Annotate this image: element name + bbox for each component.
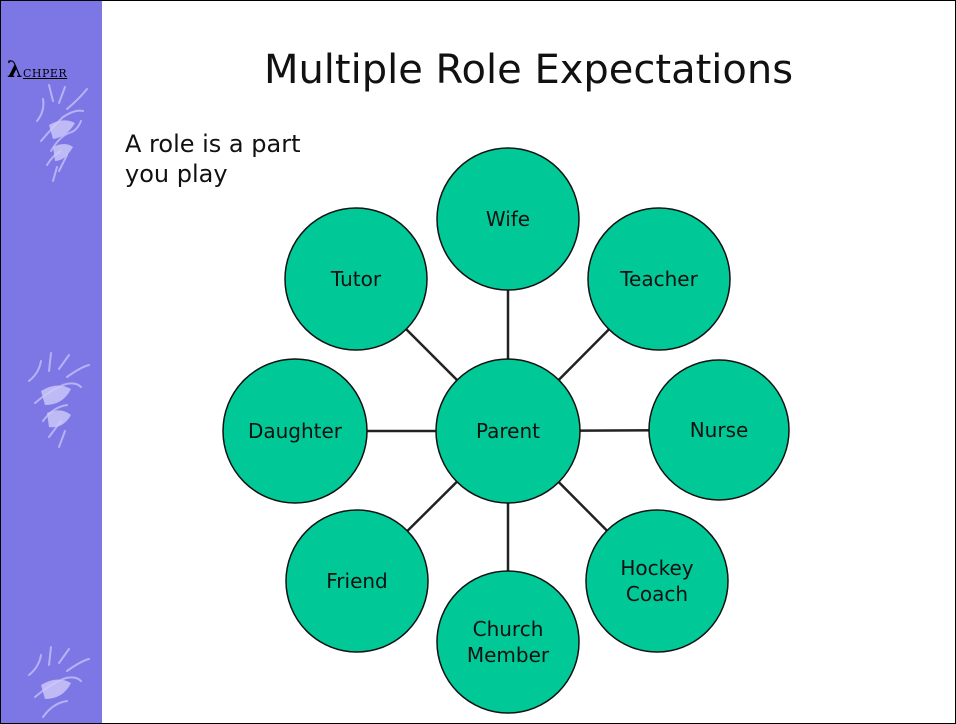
node-label-line: Hockey <box>620 556 694 580</box>
node-label-line: Nurse <box>689 418 749 442</box>
node-label-line: Teacher <box>620 267 698 291</box>
slide-title: Multiple Role Expectations <box>263 47 794 93</box>
node-church-member <box>436 570 580 714</box>
node-label-line: Member <box>466 643 550 667</box>
node-friend <box>285 509 429 653</box>
node-label-line: Wife <box>485 207 531 231</box>
figure-doodle-icon <box>36 84 88 182</box>
figure-doodle-icon <box>28 646 90 718</box>
node-label-teacher: Teacher <box>620 266 698 292</box>
node-nurse <box>648 359 790 501</box>
node-label-friend: Friend <box>326 568 388 594</box>
node-label-parent: Parent <box>476 418 540 444</box>
figure-doodle-icon <box>28 352 90 448</box>
node-label-line: Church <box>472 617 544 641</box>
node-daughter <box>222 358 368 504</box>
node-label-wife: Wife <box>486 206 530 232</box>
sidebar: λCHPER <box>1 1 102 723</box>
subtitle-line: you play <box>125 160 228 188</box>
node-label-nurse: Nurse <box>690 417 749 443</box>
node-label-line: Parent <box>475 419 541 443</box>
node-label-line: Tutor <box>330 267 382 291</box>
node-label-tutor: Tutor <box>331 266 381 292</box>
achper-logo: λCHPER <box>7 57 67 83</box>
node-label-line: Friend <box>326 569 388 593</box>
logo-text: CHPER <box>22 67 68 80</box>
logo-initial: λ <box>7 57 23 83</box>
node-hockey-coach <box>585 509 729 653</box>
node-wife <box>436 147 580 291</box>
node-label-daughter: Daughter <box>248 418 342 444</box>
node-label-line: Coach <box>625 582 689 606</box>
slide-subtitle: A role is a part you play <box>125 129 385 189</box>
subtitle-line: A role is a part <box>125 130 301 158</box>
node-teacher <box>587 207 731 351</box>
node-tutor <box>284 207 428 351</box>
node-parent <box>435 358 581 504</box>
node-label-line: Daughter <box>247 419 343 443</box>
